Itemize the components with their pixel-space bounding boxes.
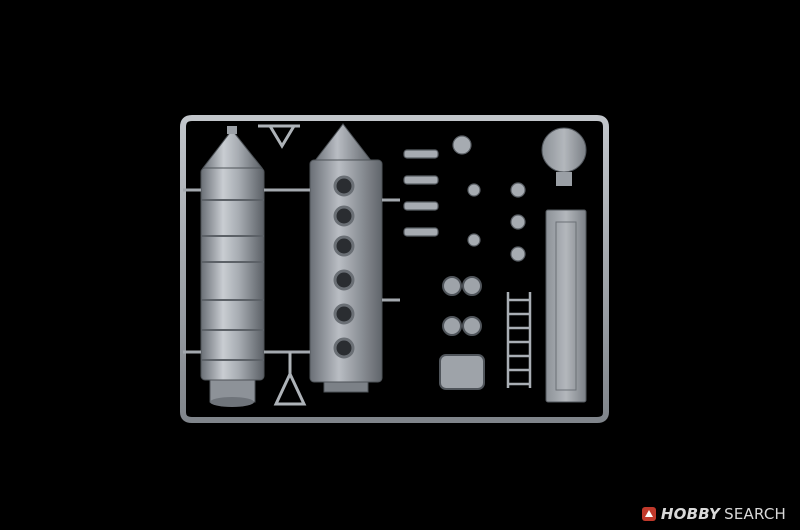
twin-ring-part — [439, 276, 485, 390]
sprue-frame — [180, 115, 609, 423]
panel-part — [545, 209, 587, 403]
engine-block-part — [309, 123, 383, 393]
ladder-part — [506, 292, 532, 388]
disc-part — [541, 127, 587, 186]
triangle-part — [273, 352, 307, 406]
bracket-part — [258, 124, 300, 149]
watermark-brand-hobby: HOBBY — [660, 505, 721, 523]
watermark-brand-search: SEARCH — [724, 505, 786, 523]
sprue-gates — [183, 188, 400, 354]
hobby-search-logo-icon — [641, 507, 656, 521]
watermark: HOBBY SEARCH — [641, 504, 786, 524]
center-runner — [397, 118, 493, 420]
small-parts-column — [403, 135, 526, 262]
left-cylinder-part — [200, 126, 265, 407]
